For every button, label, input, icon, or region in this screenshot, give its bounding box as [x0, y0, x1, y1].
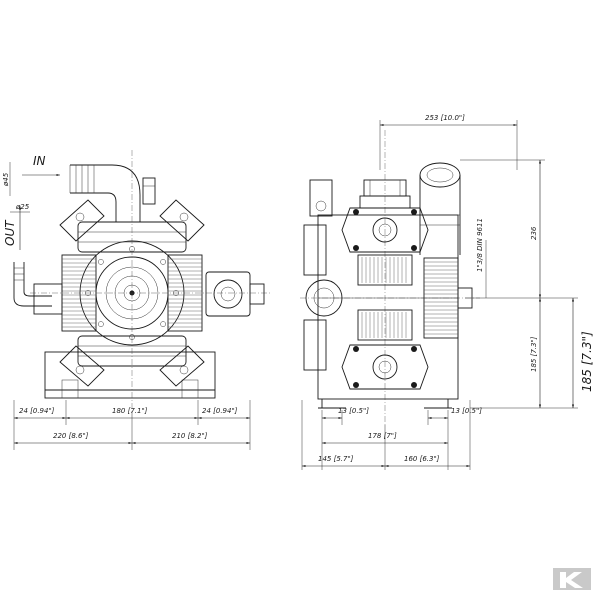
inlet-diameter-label: ø45 — [2, 172, 10, 187]
dim-right-210: 210 [8.2"] — [172, 432, 208, 440]
brand-logo-icon — [553, 568, 591, 590]
dim-right-24: 24 [0.94"] — [202, 407, 238, 415]
side-view — [300, 130, 480, 425]
dimensions — [9, 120, 578, 470]
right-cylinder — [167, 254, 203, 332]
outlet-fitting — [13, 262, 63, 315]
dim-side-145: 145 [5.7"] — [318, 455, 354, 463]
side-top-fitting — [359, 179, 411, 209]
front-view — [13, 150, 270, 412]
dim-foot-13b: 13 [0.5"] — [451, 407, 482, 415]
dim-left-24: 24 [0.94"] — [19, 407, 55, 415]
dim-top-width: 253 [10.0"] — [425, 114, 465, 122]
outlet-diameter-label: ø25 — [15, 203, 30, 211]
dim-left-220: 220 [8.6"] — [53, 432, 89, 440]
outlet-label: OUT — [3, 219, 17, 246]
regulator-block — [205, 271, 265, 317]
side-port-pipe — [419, 162, 473, 339]
thread-label: 1"3/8 DIN 9611 — [476, 218, 484, 272]
lower-head — [341, 309, 429, 390]
dim-base-178: 178 [7"] — [368, 432, 397, 440]
dim-height-236: 236 — [530, 226, 538, 240]
dim-side-160: 160 [6.3"] — [404, 455, 440, 463]
dim-foot-13a: 13 [0.5"] — [338, 407, 369, 415]
diagonal-heads — [59, 199, 205, 387]
dim-height-185-small: 185 [7.3"] — [530, 336, 538, 372]
side-left-parts — [303, 179, 343, 371]
labels: IN ø45 ø25 OUT 1"3/8 DIN 9611 253 [10.0"… — [2, 114, 594, 463]
dim-height-185-large: 185 [7.3"] — [580, 331, 594, 392]
inlet-label: IN — [33, 154, 46, 168]
inlet-elbow — [69, 164, 156, 222]
side-feet — [318, 399, 452, 409]
dim-mid-180: 180 [7.1"] — [112, 407, 148, 415]
